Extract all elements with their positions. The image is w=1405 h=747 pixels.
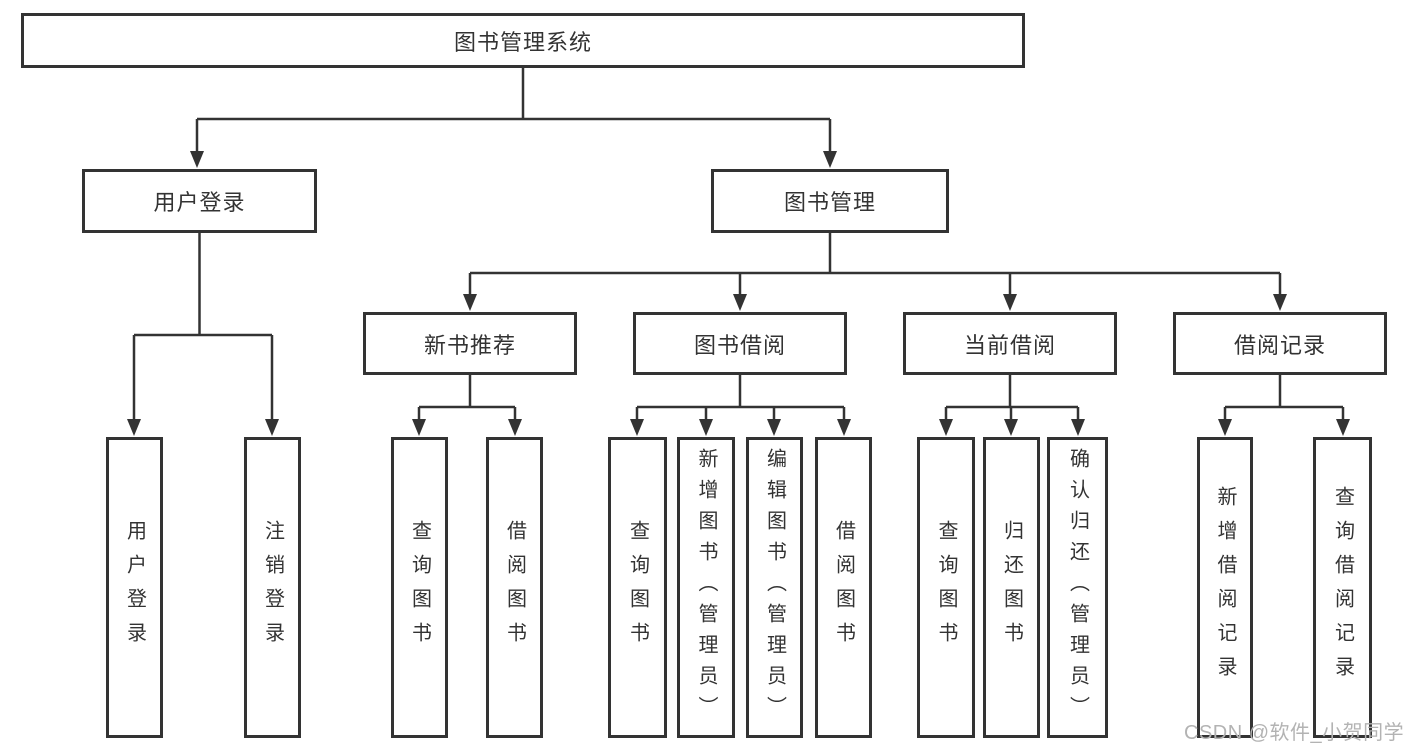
node-book-management-label: 图书管理 [783,190,876,215]
leaf-logout: 注销登录 [244,437,301,738]
leaf-edit-book-admin: 编辑图书（管理员） [746,437,803,738]
leaf-confirm-return-admin: 确认归还（管理员） [1047,437,1108,738]
leaf-add-borrow-record: 新增借阅记录 [1197,437,1253,738]
leaf-user-login: 用户登录 [106,437,163,738]
leaf-borrow-book-recommend-label: 借阅图书 [503,519,526,656]
node-current-borrow: 当前借阅 [903,312,1117,375]
leaf-search-book-borrow: 查询图书 [608,437,667,738]
node-book-management: 图书管理 [711,169,949,233]
csdn-watermark: CSDN @软件_小贺同学 [1184,722,1405,744]
node-borrow-records: 借阅记录 [1173,312,1387,375]
leaf-search-borrow-record-label: 查询借阅记录 [1331,485,1354,690]
node-book-borrow-label: 图书借阅 [693,332,786,358]
node-new-book-recommend-label: 新书推荐 [423,332,516,358]
node-current-borrow-label: 当前借阅 [963,332,1056,358]
leaf-search-book-current: 查询图书 [917,437,975,738]
node-new-book-recommend: 新书推荐 [363,312,577,375]
leaf-search-book-borrow-label: 查询图书 [626,519,649,656]
leaf-return-book-label: 归还图书 [1000,519,1023,656]
leaf-search-book-recommend: 查询图书 [391,437,448,738]
leaf-return-book: 归还图书 [983,437,1040,738]
leaf-search-book-recommend-label: 查询图书 [408,519,431,656]
leaf-search-borrow-record: 查询借阅记录 [1313,437,1372,738]
node-library-management-system: 图书管理系统 [21,13,1025,68]
leaf-add-book-admin-label: 新增图书（管理员） [695,448,717,727]
node-borrow-records-label: 借阅记录 [1233,332,1326,358]
leaf-add-borrow-record-label: 新增借阅记录 [1214,485,1236,690]
node-library-management-system-label: 图书管理系统 [453,29,592,55]
leaf-logout-label: 注销登录 [261,519,284,656]
leaf-confirm-return-admin-label: 确认归还（管理员） [1066,448,1089,727]
leaf-borrow-book: 借阅图书 [815,437,872,738]
leaf-edit-book-admin-label: 编辑图书（管理员） [763,448,786,727]
node-book-borrow: 图书借阅 [633,312,847,375]
leaf-search-book-current-label: 查询图书 [935,519,957,656]
leaf-borrow-book-label: 借阅图书 [832,519,855,656]
node-user-login-label: 用户登录 [153,190,246,215]
leaf-borrow-book-recommend: 借阅图书 [486,437,543,738]
node-user-login: 用户登录 [82,169,317,233]
leaf-user-login-label: 用户登录 [123,519,146,656]
leaf-add-book-admin: 新增图书（管理员） [677,437,735,738]
